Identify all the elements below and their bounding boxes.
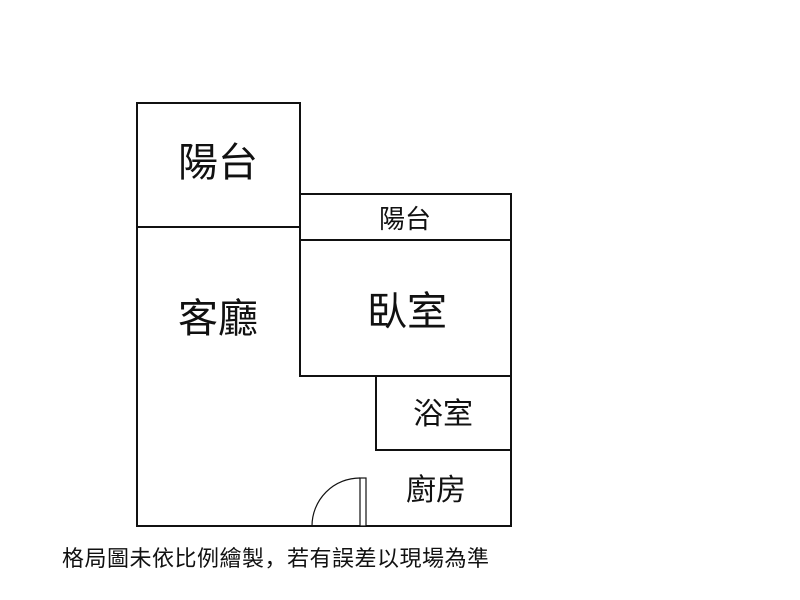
walls	[136, 102, 512, 527]
label-bathroom: 浴室	[413, 397, 473, 432]
label-bedroom: 臥室	[367, 289, 447, 335]
entrance-door	[311, 477, 367, 527]
label-balcony-small: 陽台	[379, 205, 431, 235]
label-kitchen: 廚房	[406, 473, 466, 508]
room-labels: 陽台 陽台 客廳 臥室 浴室 廚房	[178, 140, 473, 508]
label-balcony-large: 陽台	[178, 140, 258, 186]
label-living-room: 客廳	[178, 296, 258, 342]
disclaimer-note: 格局圖未依比例繪製，若有誤差以現場為準	[62, 547, 490, 572]
door-swing-arc	[311, 477, 361, 527]
door-leaf	[359, 477, 367, 527]
